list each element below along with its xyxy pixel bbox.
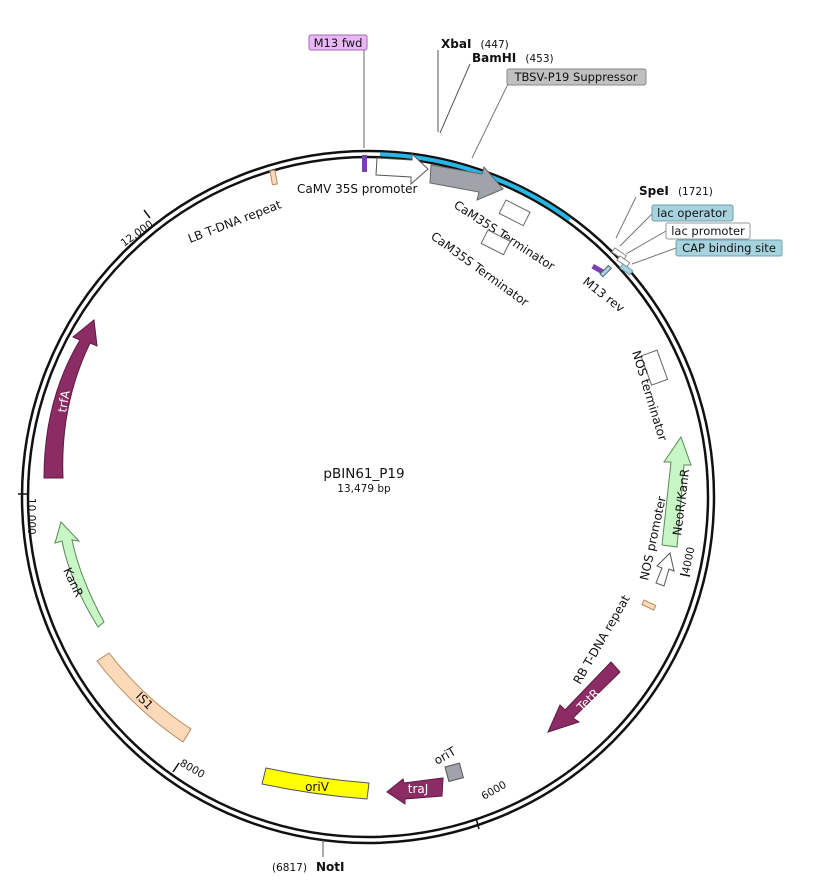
cap-binding-site-callout-box[interactable] — [675, 239, 783, 257]
tick-mark-12000 — [143, 209, 151, 219]
m13fwd-callout-label: M13 fwd — [314, 36, 363, 50]
lac-operator-callout-box[interactable] — [651, 204, 734, 222]
tick-marks — [18, 209, 691, 830]
neor-kanr-arrow[interactable] — [661, 435, 692, 548]
camv35s-promoter-arrow[interactable] — [375, 152, 429, 186]
lacprom-leader — [625, 230, 667, 255]
nos-promoter-arrow[interactable] — [655, 552, 675, 587]
spei-leader — [615, 196, 637, 239]
cap-leader — [631, 247, 677, 265]
orit-box[interactable] — [444, 762, 464, 783]
oriv-box[interactable] — [261, 767, 370, 800]
cam35s-terminator-2-box[interactable] — [480, 229, 511, 256]
tick-label-6000: 6000 — [480, 779, 509, 803]
tick-label-8000: 8000 — [178, 757, 207, 781]
plasmid-name: pBIN61_P19 — [323, 466, 404, 482]
lb-tdna-repeat-box[interactable] — [269, 169, 278, 186]
xbai-site-label: XbaI (447) — [441, 33, 509, 52]
m13fwd-callout-box[interactable] — [308, 34, 368, 51]
tbsv-leader — [471, 83, 509, 159]
tbsv-p19-arrow[interactable] — [429, 164, 504, 201]
cam35s-terminator-1-box[interactable] — [498, 199, 531, 227]
nos-terminator-box[interactable] — [640, 349, 669, 386]
traj-arrow[interactable] — [386, 777, 444, 805]
tick-label-12000: 12,000 — [119, 218, 156, 249]
oriv-label: oriV — [305, 780, 330, 794]
bamhi-leader — [439, 63, 471, 134]
insert-highlight[interactable] — [379, 152, 571, 222]
kanr-arrow[interactable] — [54, 521, 105, 628]
bamhi-site-label: BamHI (453) — [472, 47, 554, 66]
lacop-leader — [619, 213, 653, 247]
camv35s-promoter-label: CaMV 35S promoter — [297, 182, 418, 196]
trfa-label: trfA — [55, 389, 73, 414]
spei-site-label: SpeI (1721) — [639, 180, 713, 199]
lb-tdna-repeat-label: LB T-DNA repeat — [186, 197, 283, 246]
tick-mark-4000 — [679, 573, 691, 577]
lac-operator-callout-label: lac operator — [657, 206, 727, 220]
tbsv-callout-box[interactable] — [506, 68, 647, 86]
tick-label-10000: 10,000 — [25, 498, 37, 535]
is1-box[interactable] — [96, 652, 192, 743]
rb-tdna-repeat-box[interactable] — [641, 599, 657, 611]
tick-mark-8000 — [172, 762, 180, 773]
tbsv-callout-label: TBSV-P19 Suppressor — [513, 70, 637, 84]
m13fwd-primer[interactable] — [362, 155, 367, 172]
cap-binding-site-callout-label: CAP binding site — [682, 241, 776, 255]
plasmid-length: 13,479 bp — [337, 483, 391, 495]
lac-feature-cluster[interactable] — [591, 247, 634, 278]
backbone-outer — [20, 149, 716, 845]
trfa-arrow[interactable] — [43, 319, 98, 479]
tick-label-4000: 4000 — [680, 546, 697, 575]
m13rev-label: M13 rev — [580, 274, 627, 315]
lac-promoter-callout-label: lac promoter — [671, 224, 745, 238]
tetr-arrow[interactable] — [547, 661, 621, 733]
tick-mark-6000 — [475, 817, 480, 830]
backbone-inner — [26, 155, 710, 839]
lac-promoter-callout-box[interactable] — [665, 222, 751, 240]
traj-label: traJ — [408, 782, 429, 796]
noti-site-label: (6817) NotI — [272, 856, 345, 875]
